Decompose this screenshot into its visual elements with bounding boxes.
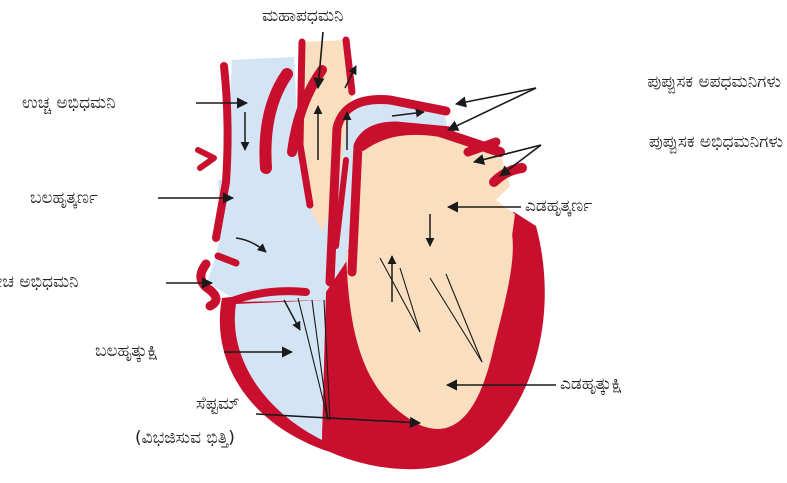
label-aorta: ಮಹಾಪಧಮನಿ bbox=[262, 6, 343, 26]
label-inferior-vena-cava: ನೀಚ ಅಭಿಧಮನಿ bbox=[0, 272, 79, 292]
vein-branch bbox=[198, 150, 214, 168]
pointer-pulmonary-artery-1 bbox=[456, 88, 536, 104]
pointer-pulmonary-artery-2 bbox=[448, 88, 536, 130]
label-septum-note: (ವಿಭಜಿಸುವ ಭಿತ್ತಿ) bbox=[135, 428, 235, 448]
label-right-atrium: ಬಲಹೃತ್ಕರ್ಣ bbox=[30, 188, 98, 208]
label-right-ventricle: ಬಲಹೃತ್ಕುಕ್ಷಿ bbox=[95, 341, 158, 361]
label-pulmonary-veins: ಪುಪ್ಪುಸಕ ಅಭಿಧಮನಿಗಳು bbox=[649, 132, 783, 152]
label-left-atrium: ಎಡಹೃತ್ಕರ್ಣ bbox=[525, 196, 592, 216]
label-left-ventricle: ಎಡಹೃತ್ಕುಕ್ಷಿ bbox=[560, 374, 622, 394]
label-pulmonary-arteries: ಪುಪ್ಪುಸಕ ಅಪಧಮನಿಗಳು bbox=[647, 72, 781, 92]
label-superior-vena-cava: ಉಚ್ಚ ಅಭಿಧಮನಿ bbox=[22, 93, 116, 113]
label-septum: ಸೆಪ್ಟಮ್ bbox=[196, 394, 240, 414]
